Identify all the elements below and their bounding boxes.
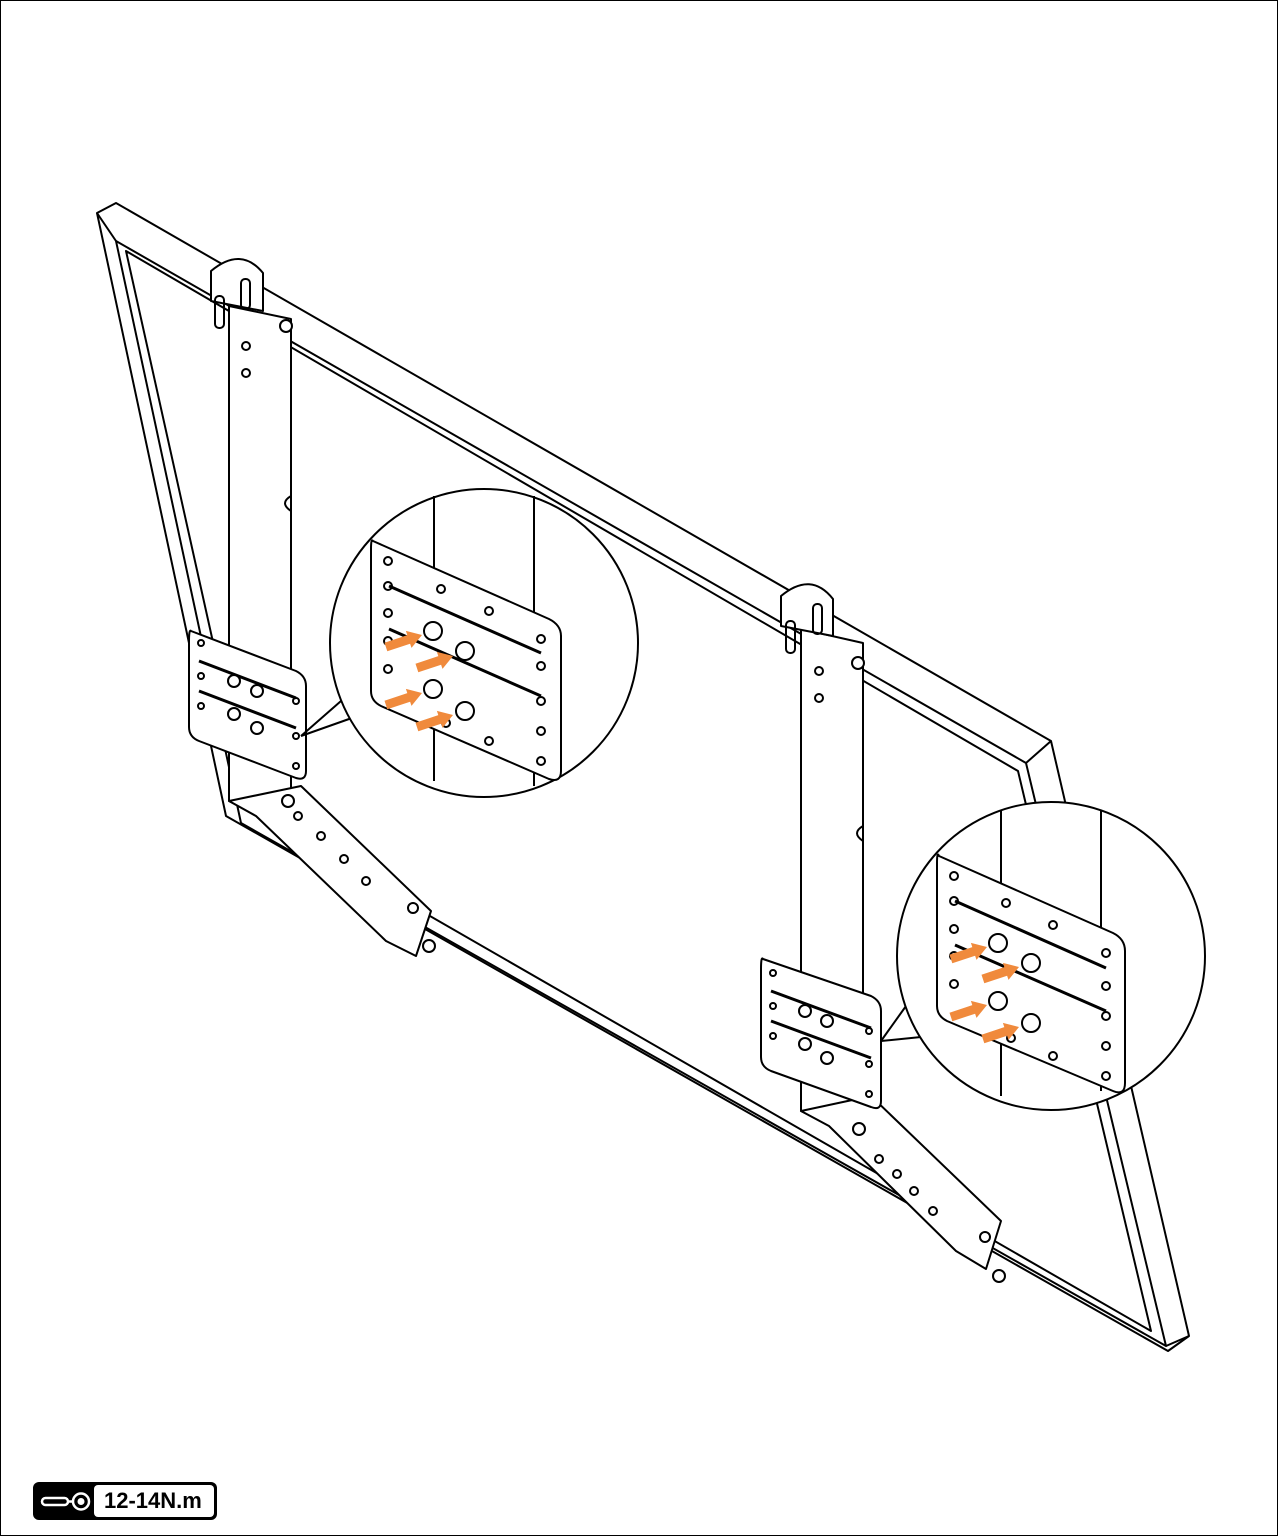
- left-detail-callout: [300, 488, 639, 798]
- tightening-arrow: [415, 710, 453, 732]
- torque-spec-badge: 12-14N.m: [33, 1482, 217, 1520]
- tightening-arrow: [981, 962, 1019, 984]
- left-lower-arm: [228, 785, 436, 957]
- tightening-arrow: [384, 630, 422, 652]
- right-mounting-plate: [760, 957, 882, 1110]
- tightening-arrows: [384, 630, 1019, 1044]
- tightening-arrow: [949, 1000, 987, 1022]
- torque-value: 12-14N.m: [94, 1485, 214, 1517]
- left-mounting-plate: [188, 629, 307, 780]
- tightening-arrow: [949, 942, 987, 964]
- tightening-arrow: [981, 1022, 1019, 1044]
- torque-wrench-icon: [36, 1485, 94, 1517]
- panel-frame: [96, 202, 1190, 1352]
- tightening-arrow: [384, 688, 422, 710]
- tightening-arrow: [415, 651, 453, 673]
